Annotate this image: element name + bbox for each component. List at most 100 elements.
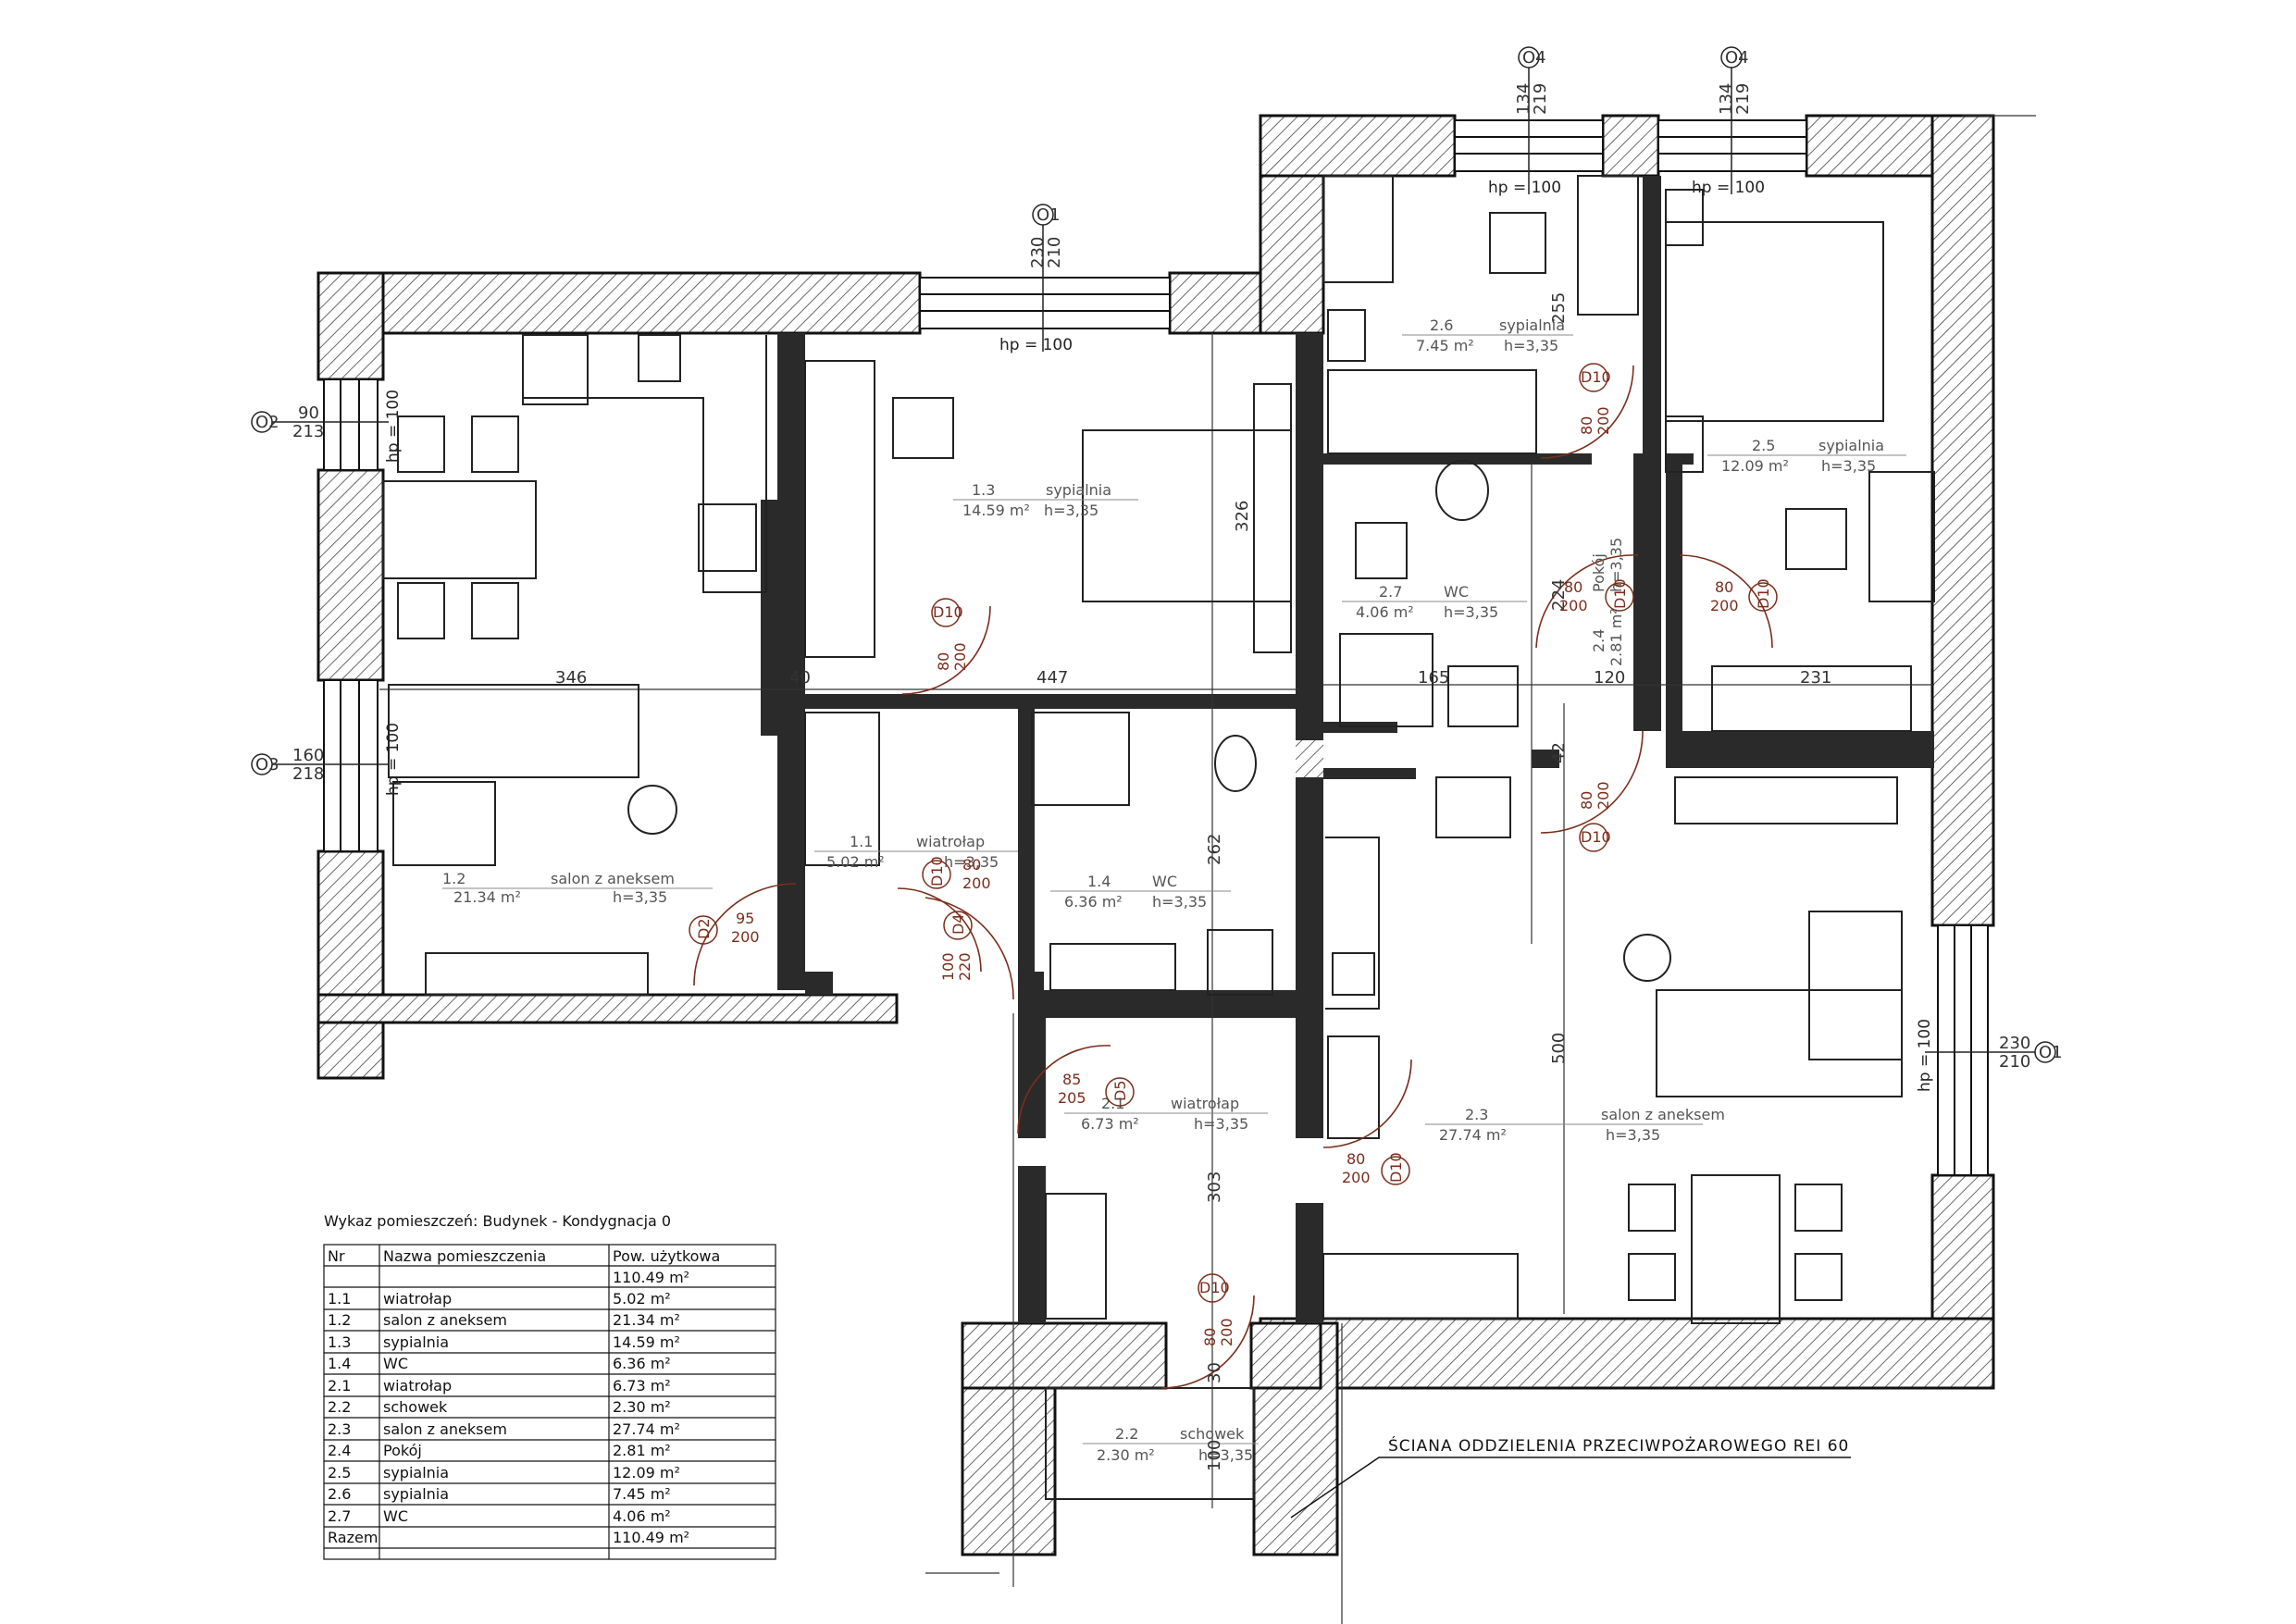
svg-text:21.34 m²: 21.34 m² <box>613 1311 680 1329</box>
dimension-labels: 346 447 165 120 231 40 326 262 500 303 2… <box>555 292 1831 1471</box>
svg-text:O1: O1 <box>1036 205 1061 225</box>
sink-icon <box>1332 952 1375 996</box>
svg-text:80: 80 <box>1201 1328 1219 1346</box>
svg-text:salon z aneksem: salon z aneksem <box>383 1311 507 1329</box>
sink-icon <box>638 334 681 382</box>
washbasin-icon <box>1049 943 1176 991</box>
svg-text:200: 200 <box>951 642 969 671</box>
svg-text:85: 85 <box>1062 1071 1081 1088</box>
dim-447: 447 <box>1036 668 1068 688</box>
svg-text:1.3: 1.3 <box>972 481 995 499</box>
dim-262: 262 <box>1205 834 1224 865</box>
svg-text:h=3,35: h=3,35 <box>1821 457 1876 475</box>
svg-text:6.73 m²: 6.73 m² <box>1081 1115 1139 1133</box>
window-tag-texts: O1 230 210 O4 134 219 O4 134 219 O2 90 2… <box>255 48 2063 1072</box>
room-label-1-2: 1.2 salon z aneksem 21.34 m² h=3,35 <box>442 870 713 906</box>
svg-text:hp = 100: hp = 100 <box>1488 179 1561 197</box>
room-label-2-5: 2.5 sypialnia 12.09 m² h=3,35 <box>1707 437 1906 475</box>
svg-text:D10: D10 <box>1755 578 1772 609</box>
svg-text:Razem: Razem <box>328 1529 378 1546</box>
svg-text:Nr: Nr <box>328 1247 345 1265</box>
tv-unit-icon <box>425 952 649 996</box>
svg-text:90: 90 <box>298 403 319 423</box>
svg-text:WC: WC <box>1152 873 1177 890</box>
room-label-2-1: 2.1 wiatrołap 6.73 m² h=3,35 <box>1064 1095 1268 1133</box>
desk-chair-icon <box>1785 508 1847 570</box>
door-tag-texts: D10 80 200 D2 95 200 D10 80 200 D4 100 2… <box>695 368 1772 1346</box>
room-label-2-6: 2.6 sypialnia 7.45 m² h=3,35 <box>1402 316 1573 354</box>
room-labels: 1.2 salon z aneksem 21.34 m² h=3,35 1.3 … <box>442 316 1906 1464</box>
svg-text:O4: O4 <box>1725 48 1749 68</box>
svg-text:80: 80 <box>1578 416 1595 435</box>
svg-text:2.4: 2.4 <box>328 1442 351 1459</box>
svg-text:sypialnia: sypialnia <box>1818 437 1884 454</box>
svg-text:2.7: 2.7 <box>1379 583 1402 601</box>
window-openings <box>323 119 1989 1176</box>
bed-icon <box>1082 429 1292 602</box>
svg-text:schowek: schowek <box>383 1398 448 1416</box>
interior-walls <box>761 176 1934 1323</box>
svg-text:14.59 m²: 14.59 m² <box>613 1333 680 1351</box>
svg-text:4.06 m²: 4.06 m² <box>1356 603 1414 621</box>
svg-text:27.74 m²: 27.74 m² <box>1439 1126 1507 1144</box>
table-row: 1.3 sypialnia 14.59 m² <box>328 1333 680 1351</box>
svg-text:2.7: 2.7 <box>328 1507 351 1525</box>
svg-text:hp = 100: hp = 100 <box>1692 179 1765 197</box>
svg-text:218: 218 <box>292 764 324 784</box>
room-label-1-3: 1.3 sypialnia 14.59 m² h=3,35 <box>953 481 1138 519</box>
svg-text:2.5: 2.5 <box>328 1464 351 1481</box>
table-title: Wykaz pomieszczeń: Budynek - Kondygnacja… <box>324 1212 671 1230</box>
svg-text:wiatrołap: wiatrołap <box>916 833 985 850</box>
svg-text:2.81 m²: 2.81 m² <box>613 1442 671 1459</box>
svg-text:210: 210 <box>1045 237 1064 268</box>
table-row: 2.2 schowek 2.30 m² <box>328 1398 671 1416</box>
svg-text:7.45 m²: 7.45 m² <box>613 1485 671 1503</box>
svg-text:WC: WC <box>1444 583 1469 601</box>
svg-text:salon z aneksem: salon z aneksem <box>1601 1106 1725 1123</box>
desk-chair-icon <box>1489 212 1546 274</box>
svg-text:h=3,35: h=3,35 <box>613 888 667 906</box>
room-label-2-3: 2.3 salon z aneksem 27.74 m² h=3,35 <box>1425 1106 1725 1144</box>
sofa-icon <box>388 684 639 866</box>
svg-text:O3: O3 <box>255 755 279 775</box>
svg-text:160: 160 <box>292 746 324 765</box>
svg-text:205: 205 <box>1058 1089 1086 1107</box>
svg-text:schowek: schowek <box>1180 1425 1245 1443</box>
svg-text:hp = 100: hp = 100 <box>384 390 403 463</box>
dim-500: 500 <box>1549 1033 1569 1064</box>
toilet-icon <box>1435 460 1489 521</box>
svg-text:200: 200 <box>1559 597 1588 614</box>
svg-text:2.4: 2.4 <box>1590 629 1607 652</box>
svg-text:80: 80 <box>935 652 952 671</box>
dim-326: 326 <box>1233 501 1252 532</box>
washbasin-icon <box>1447 665 1519 727</box>
dim-303: 303 <box>1205 1172 1224 1203</box>
cooktop-icon <box>1435 776 1511 838</box>
svg-text:2.3: 2.3 <box>328 1420 351 1438</box>
shower-icon <box>1339 633 1433 727</box>
svg-text:D10: D10 <box>1581 828 1611 846</box>
sill-height-labels: hp = 100 hp = 100 hp = 100 hp = 100 hp =… <box>384 179 1934 1092</box>
svg-text:14.59 m²: 14.59 m² <box>962 502 1030 519</box>
svg-text:2.81 m²: 2.81 m² <box>1607 608 1625 666</box>
table-row: 2.5 sypialnia 12.09 m² <box>328 1464 680 1481</box>
svg-text:12.09 m²: 12.09 m² <box>1721 457 1789 475</box>
dim-120: 120 <box>1594 668 1625 688</box>
svg-text:5.02 m²: 5.02 m² <box>613 1290 671 1308</box>
svg-text:1.4: 1.4 <box>1087 873 1111 890</box>
bed-icon <box>1665 221 1884 422</box>
svg-text:7.45 m²: 7.45 m² <box>1416 337 1474 354</box>
svg-text:sypialnia: sypialnia <box>383 1333 449 1351</box>
svg-text:sypialnia: sypialnia <box>1046 481 1111 499</box>
svg-text:D10: D10 <box>1581 368 1611 386</box>
dim-42: 42 <box>1549 742 1569 763</box>
furniture <box>382 175 1935 1500</box>
svg-text:5.02 m²: 5.02 m² <box>826 853 885 871</box>
svg-text:salon z aneksem: salon z aneksem <box>383 1420 507 1438</box>
svg-text:2.2: 2.2 <box>328 1398 351 1416</box>
svg-text:80: 80 <box>1564 578 1582 596</box>
svg-text:2.6: 2.6 <box>1430 316 1453 334</box>
table-row: 1.1 wiatrołap 5.02 m² <box>328 1290 671 1308</box>
table-row: 1.2 salon z aneksem 21.34 m² <box>328 1311 680 1329</box>
dim-165: 165 <box>1418 668 1449 688</box>
